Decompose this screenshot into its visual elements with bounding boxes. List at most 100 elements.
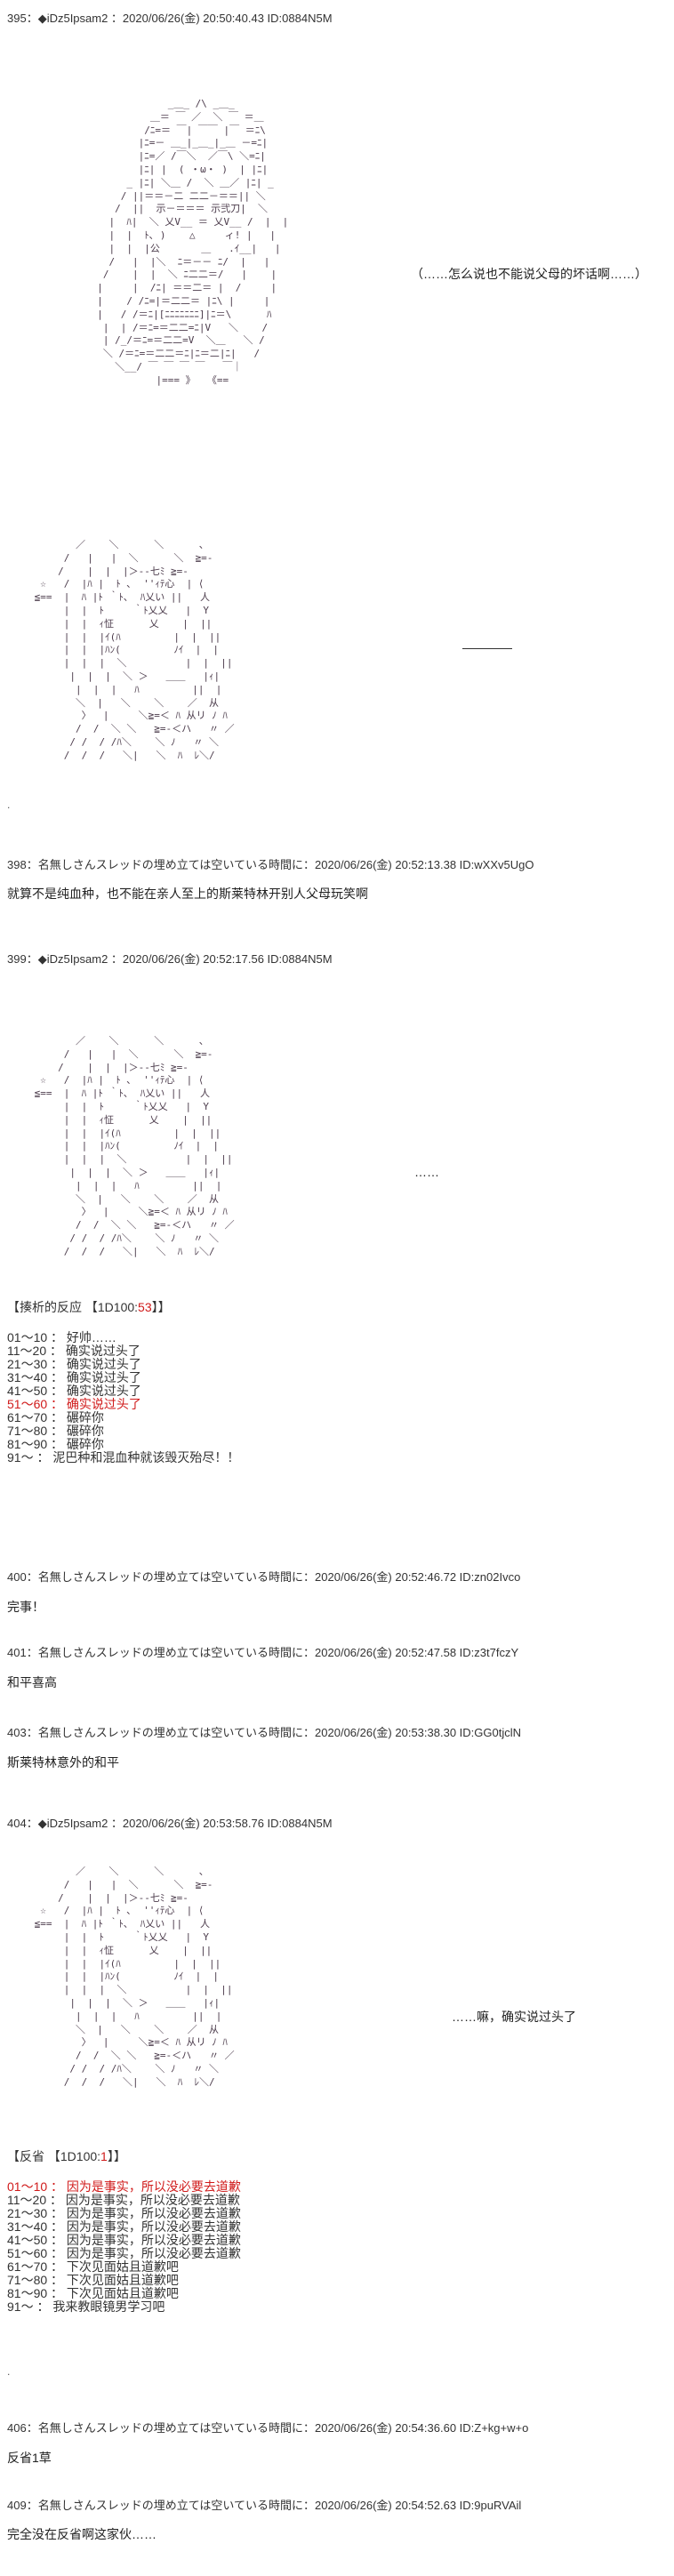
ascii-art-line: | | | ＼ ＞ ＿＿ |ｨ| (28, 670, 221, 682)
post-body: 和平喜高 (7, 1675, 57, 1689)
ascii-art-line: / | | |＞-‐七ﾐ ≧=- (28, 1891, 189, 1904)
ascii-art-line: / | | ＼ ﾆ二二＝/ | | (85, 269, 277, 281)
separator-dot: . (7, 798, 11, 811)
ascii-art-line: | | |ｲ(ﾊ | | || (28, 630, 221, 643)
ascii-art-line: | | | ＼ | | || (28, 1984, 233, 1996)
survey-option: 01～10 ： 好帅…… (7, 1330, 116, 1344)
survey-option: 21～30 ： 确实说过头了 (7, 1357, 141, 1371)
survey-option: 81～90 ： 下次见面姑且道歉吧 (7, 2286, 179, 2300)
ascii-art-line: | | | ﾊ || | (28, 683, 222, 695)
ascii-art-line: | | | ＼ | | || (28, 657, 233, 670)
aside-text: ……嘛，确实说过头了 (452, 2010, 576, 2024)
post-body: 就算不是纯血种，也不能在亲人至上的斯莱特林开别人父母玩笑啊 (7, 887, 368, 901)
ascii-art-line: / | |＼ ﾆ＝－－ ﾆ/ | | (85, 255, 270, 268)
survey-option: 51～60 ： 确实说过头了 (7, 1397, 141, 1411)
ascii-art-line: | | |ｲ(ﾊ | | || (28, 1957, 221, 1970)
ascii-art-line: /ﾆ=＝ ￣| ￣￣ |￣ ＝ﾆ\ (85, 124, 266, 136)
ascii-art-character: ／ ＼ ＼ ､ / | | ＼ ＼ ≧=- / | | |＞-‐七ﾐ ≧=- ☆… (28, 1866, 235, 2090)
survey-option: 61～70 ： 碾碎你 (7, 1410, 104, 1424)
post-header: 406：名無しさんスレッドの埋め立ては空いている時間に：2020/06/26(金… (7, 2421, 529, 2435)
ascii-art-line: |ﾆ=－ ＿_|_＿_|_＿ －=ﾆ| (85, 137, 269, 149)
ascii-art-line: | | |ﾊﾝ( ﾉｲ | | (28, 1140, 220, 1152)
survey-option: 91～ ： 我来教眼镜男学习吧 (7, 2299, 165, 2314)
post-header: 398：名無しさんスレッドの埋め立ては空いている時間に：2020/06/26(金… (7, 858, 534, 871)
ascii-art-line: / / / /ﾊ＼ ＼ ﾉ 〃 ＼ (28, 1232, 219, 1244)
ascii-art-line: 〉 | ＼≧=＜ ﾊ 从リ ﾉ ﾊ (28, 710, 228, 722)
ascii-art-line: ／ ＼ ＼ ､ (28, 1866, 205, 1877)
ascii-art-line: ／ ＼ ＼ ､ (28, 1035, 205, 1047)
ascii-art-line: |ﾆ| | ( ・ω・ ) | |ﾆ| (85, 163, 269, 175)
post-header: 395：◆iDz5Ipsam2 ：2020/06/26(金) 20:50:40.… (7, 12, 333, 25)
ascii-art-line: | / /＝ﾆ|[ﾆﾆﾆﾆﾆﾆﾆ]|ﾆ＝\ ﾊ (85, 308, 272, 320)
ascii-art-line: _＿_ /\ _＿_ (85, 98, 235, 109)
ascii-art-line: / ||＝＝－二 二二－＝＝|| ＼ (85, 189, 266, 202)
ascii-art-line: | | ｨ怔 乂 | || (28, 1113, 213, 1126)
ascii-art-line: / / ＼ ＼ ≧=-＜ハ 〃 ／ (28, 1219, 235, 1232)
ascii-art-line: ☆ / |ﾊ | ﾄ ､ ''ｨﾃ心 | ⟨ (28, 578, 205, 590)
ascii-art-line: / / ＼ ＼ ≧=-＜ハ 〃 ／ (28, 2050, 235, 2062)
ascii-art-line: ＼__/ ￣ ￣ ￣ ￣ ￣｜ (85, 360, 243, 373)
ascii-art-line: 〉 | ＼≧=＜ ﾊ 从リ ﾉ ﾊ (28, 1206, 228, 1218)
ascii-art-line: / / ＼ ＼ ≧=-＜ハ 〃 ／ (28, 723, 235, 735)
ascii-art-line: / / / /ﾊ＼ ＼ ﾉ 〃 ＼ (28, 2062, 219, 2074)
ascii-art-line: ≦== | ﾊ |ﾄ ｀ﾄ､ ﾊ乂い || 人 (28, 591, 210, 604)
ascii-art-line: | | |ﾊﾝ( ﾉｲ | | (28, 644, 220, 656)
ascii-art-line: _ |ﾆ| ＼＿ / ＼ ＿／ |ﾆ| _ (85, 176, 274, 189)
post-body: 完事！ (7, 1600, 44, 1614)
ascii-art-line: | | ﾄ ｀ﾄ乂乂 | Y (28, 1930, 209, 1943)
ascii-art-character: ／ ＼ ＼ ､ / | | ＼ ＼ ≧=- / | | |＞-‐七ﾐ ≧=- ☆… (28, 539, 235, 763)
ascii-art-line: / || 示－＝＝＝ 示弐刀| ＼ (85, 203, 268, 215)
survey-option: 41～50 ： 因为是事实，所以没必要去道歉 (7, 2233, 241, 2247)
ascii-art-line: / | | ＼ ＼ ≧=- (28, 551, 213, 564)
ascii-art-line: / | | ＼ ＼ ≧=- (28, 1878, 213, 1890)
post-header: 401：名無しさんスレッドの埋め立ては空いている時間に：2020/06/26(金… (7, 1646, 519, 1659)
ascii-art-hooded: _＿_ /\ _＿_ ＿＝ ￣ ／ ＼ ￣ ＝＿ /ﾆ=＝ ￣| ￣￣ |￣ ＝… (85, 98, 288, 388)
ascii-art-line: | | | ﾊ || | (28, 2010, 222, 2022)
ascii-art-line: | | | ＼ | | || (28, 1153, 233, 1166)
ascii-art-line: ≦== | ﾊ |ﾄ ｀ﾄ､ ﾊ乂い || 人 (28, 1087, 210, 1100)
ascii-art-line: | | ﾄ ｀ﾄ乂乂 | Y (28, 1100, 209, 1112)
ascii-art-line: / | | |＞-‐七ﾐ ≧=- (28, 565, 189, 577)
survey-option: 91～ ： 泥巴种和混血种就该毁灭殆尽！！ (7, 1450, 240, 1465)
survey-option: 71～80 ： 下次见面姑且道歉吧 (7, 2273, 179, 2287)
survey-option: 31～40 ： 因为是事实，所以没必要去道歉 (7, 2219, 241, 2234)
post-header: 409：名無しさんスレッドの埋め立ては空いている時間に：2020/06/26(金… (7, 2499, 522, 2512)
post-body: 完全没在反省啊这家伙…… (7, 2527, 156, 2541)
ascii-art-line: | | |公 ＿ .ｲ__| | (85, 242, 281, 254)
ascii-art-line: ≦== | ﾊ |ﾄ ｀ﾄ､ ﾊ乂い || 人 (28, 1918, 210, 1930)
post-header: 404：◆iDz5Ipsam2 ：2020/06/26(金) 20:53:58.… (7, 1817, 333, 1830)
ascii-art-line: 〉 | ＼≧=＜ ﾊ 从リ ﾉ ﾊ (28, 2036, 228, 2049)
survey-option: 71～80 ： 碾碎你 (7, 1424, 104, 1438)
survey-option: 11～20 ： 确实说过头了 (7, 1344, 140, 1358)
ascii-art-line: |ﾆ=／ /￣＼ ／￣\ ＼=ﾆ| (85, 150, 266, 163)
survey-option: 21～30 ： 因为是事实，所以没必要去道歉 (7, 2206, 241, 2220)
ascii-art-line: / | | |＞-‐七ﾐ ≧=- (28, 1061, 189, 1073)
survey-title: 【反省 【1D100:1】】 (7, 2149, 126, 2163)
ascii-art-line: / / / ＼| ＼ ﾊ ﾚ＼/ (28, 2075, 215, 2088)
post-header: 399：◆iDz5Ipsam2 ：2020/06/26(金) 20:52:17.… (7, 952, 333, 966)
ascii-art-line: | | ﾄ､ ) △ ィ! | | (85, 229, 277, 241)
ascii-art-line: | | /＝ﾆ=＝二二=ﾆ|V ＼ / (85, 321, 269, 333)
post-header: 403：名無しさんスレッドの埋め立ては空いている時間に：2020/06/26(金… (7, 1726, 522, 1739)
ascii-art-line: ＼ | ＼ ＼ ／ 从 (28, 696, 219, 709)
ascii-art-line: / / / /ﾊ＼ ＼ ﾉ 〃 ＼ (28, 735, 219, 748)
ascii-art-line: ／ ＼ ＼ ､ (28, 539, 205, 550)
ascii-art-line: / | | ＼ ＼ ≧=- (28, 1047, 213, 1060)
ascii-art-line: ＼ | ＼ ＼ ／ 从 (28, 2023, 219, 2035)
ascii-art-line: | /_/＝ﾆ=＝二二=V ＼＿ ＼ / (85, 334, 265, 347)
ascii-art-line: | / /ﾆ=|＝二二＝ |ﾆ\ | | (85, 294, 270, 307)
ascii-art-character: ／ ＼ ＼ ､ / | | ＼ ＼ ≧=- / | | |＞-‐七ﾐ ≧=- ☆… (28, 1035, 235, 1259)
aside-text: （……怎么说也不能说父母的坏话啊……） (411, 267, 647, 281)
ascii-art-line: |=== 》 《== (85, 373, 229, 386)
ascii-art-line: | | |ﾊﾝ( ﾉｲ | | (28, 1970, 220, 1983)
survey-option: 31～40 ： 确实说过头了 (7, 1370, 141, 1384)
survey-option: 51～60 ： 因为是事实，所以没必要去道歉 (7, 2246, 241, 2260)
ascii-art-line: | | | ＼ ＞ ＿＿ |ｨ| (28, 1166, 221, 1178)
ascii-art-line: | | |ｲ(ﾊ | | || (28, 1127, 221, 1139)
ascii-art-line: / / / ＼| ＼ ﾊ ﾚ＼/ (28, 1245, 215, 1257)
aside-dash: ———— (462, 640, 512, 654)
post-body: 斯莱特林意外的和平 (7, 1755, 119, 1769)
survey-option: 01～10 ： 因为是事实，所以没必要去道歉 (7, 2179, 241, 2194)
ascii-art-line: ＿＝ ￣ ／ ＼ ￣ ＝＿ (85, 110, 264, 123)
